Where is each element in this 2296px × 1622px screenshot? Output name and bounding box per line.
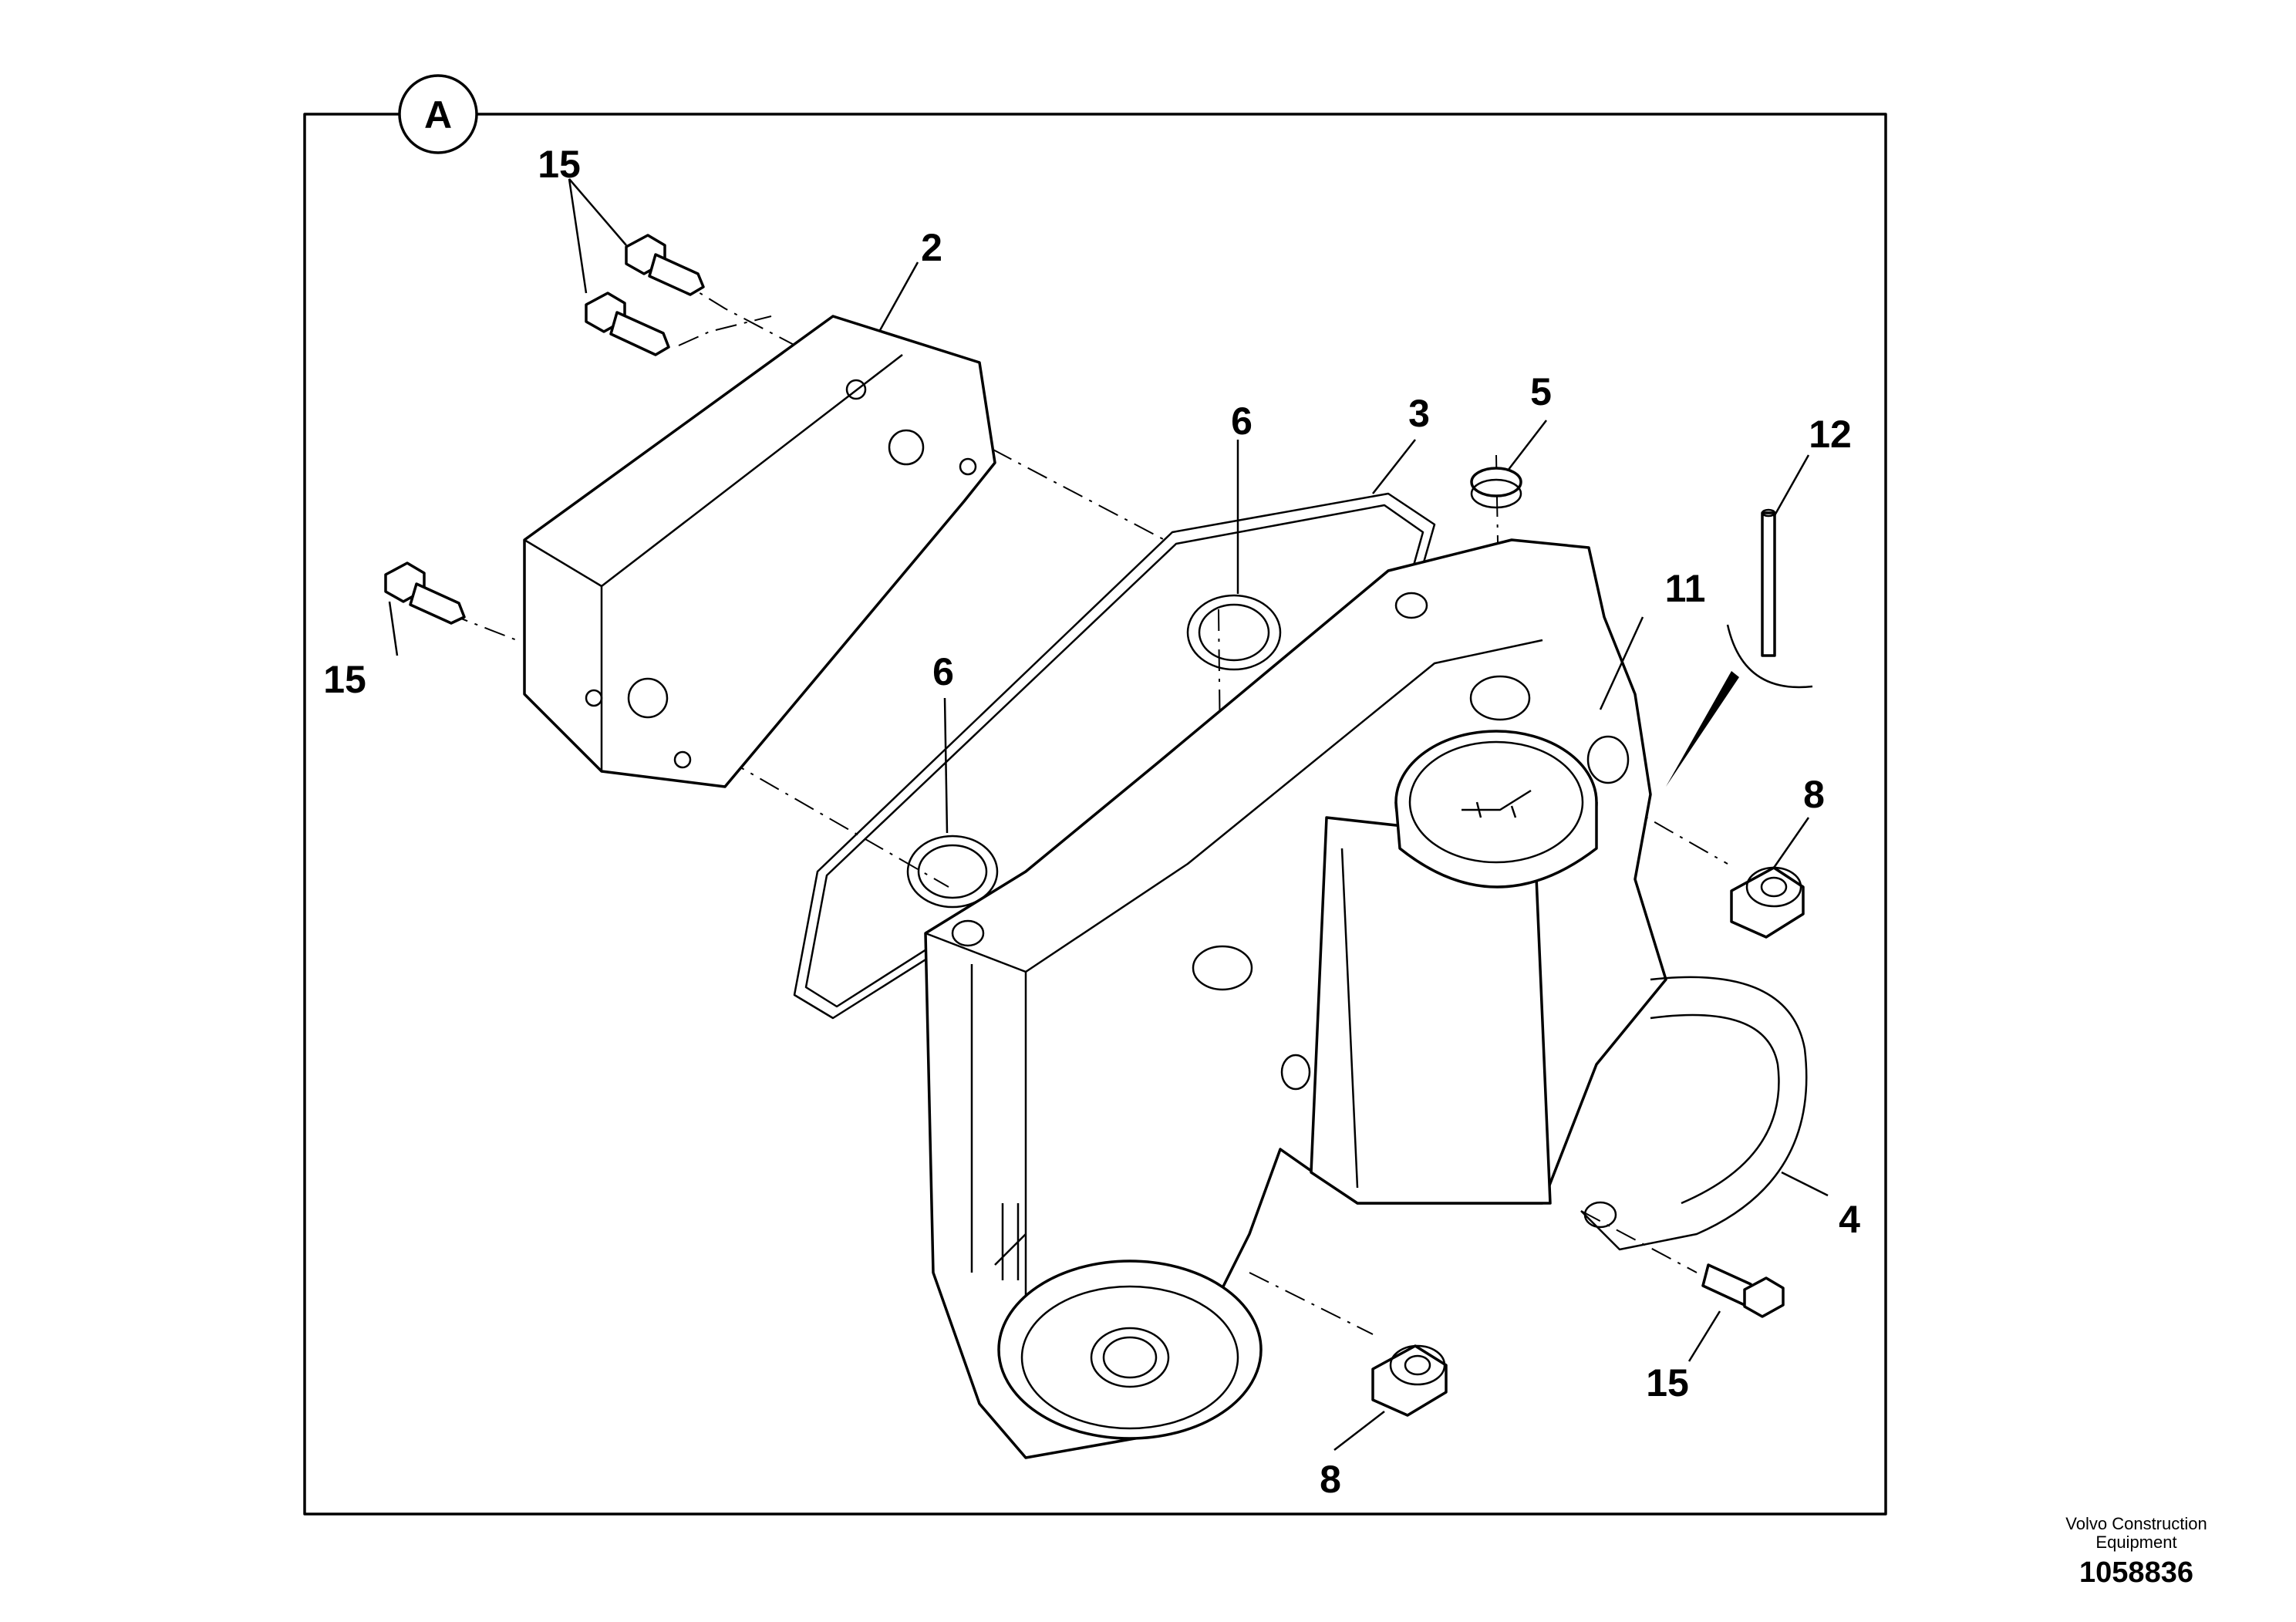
company-name-line2: Equipment (2095, 1533, 2177, 1552)
o-ring-part-6-lower-inner (917, 844, 988, 899)
callout-8-right: 8 (1803, 773, 1825, 816)
bolt-15-bottom (1701, 1263, 1785, 1318)
leader-lines (388, 178, 1829, 1451)
callout-15-bottom: 15 (1646, 1361, 1689, 1404)
seal-ring-part-5 (1470, 467, 1522, 509)
callout-3: 3 (1408, 392, 1430, 435)
view-frame (303, 113, 1887, 1516)
o-ring-part-6-upper-inner (1198, 603, 1270, 662)
company-name-line1: Volvo Construction (2065, 1514, 2207, 1533)
callout-12: 12 (1809, 413, 1852, 456)
bolt-15-top-1 (625, 234, 705, 296)
bottom-bowl (997, 1259, 1263, 1440)
callout-2: 2 (921, 226, 942, 269)
bolt-15-left (384, 561, 466, 625)
drawing-number: 1058836 (2079, 1556, 2193, 1589)
callout-6-lower: 6 (932, 650, 954, 693)
callouts: 15 2 15 6 3 5 12 11 6 8 4 15 8 (323, 143, 1860, 1501)
oil-cooler-part-2 (523, 315, 996, 788)
callout-5: 5 (1530, 370, 1552, 413)
callout-4: 4 (1839, 1198, 1860, 1241)
callout-15-left: 15 (323, 658, 366, 701)
plug-part-8-right (1730, 866, 1805, 939)
filter-cap (1394, 730, 1598, 889)
filter-housing (924, 538, 1667, 1459)
o-ring-part-6-upper (1186, 594, 1282, 671)
callout-15-top: 15 (538, 143, 581, 186)
callout-6-upper: 6 (1231, 400, 1253, 443)
pin-part-12 (1666, 508, 1813, 787)
callout-8-bottom: 8 (1320, 1458, 1341, 1501)
clamp-part-4 (1580, 976, 1808, 1251)
callout-11: 11 (1665, 567, 1706, 610)
view-marker-label: A (424, 93, 452, 137)
o-ring-part-6-lower (906, 835, 999, 909)
plug-part-8-bottom (1371, 1344, 1448, 1417)
bolt-15-top-2 (585, 292, 670, 356)
view-marker: A (398, 74, 478, 154)
